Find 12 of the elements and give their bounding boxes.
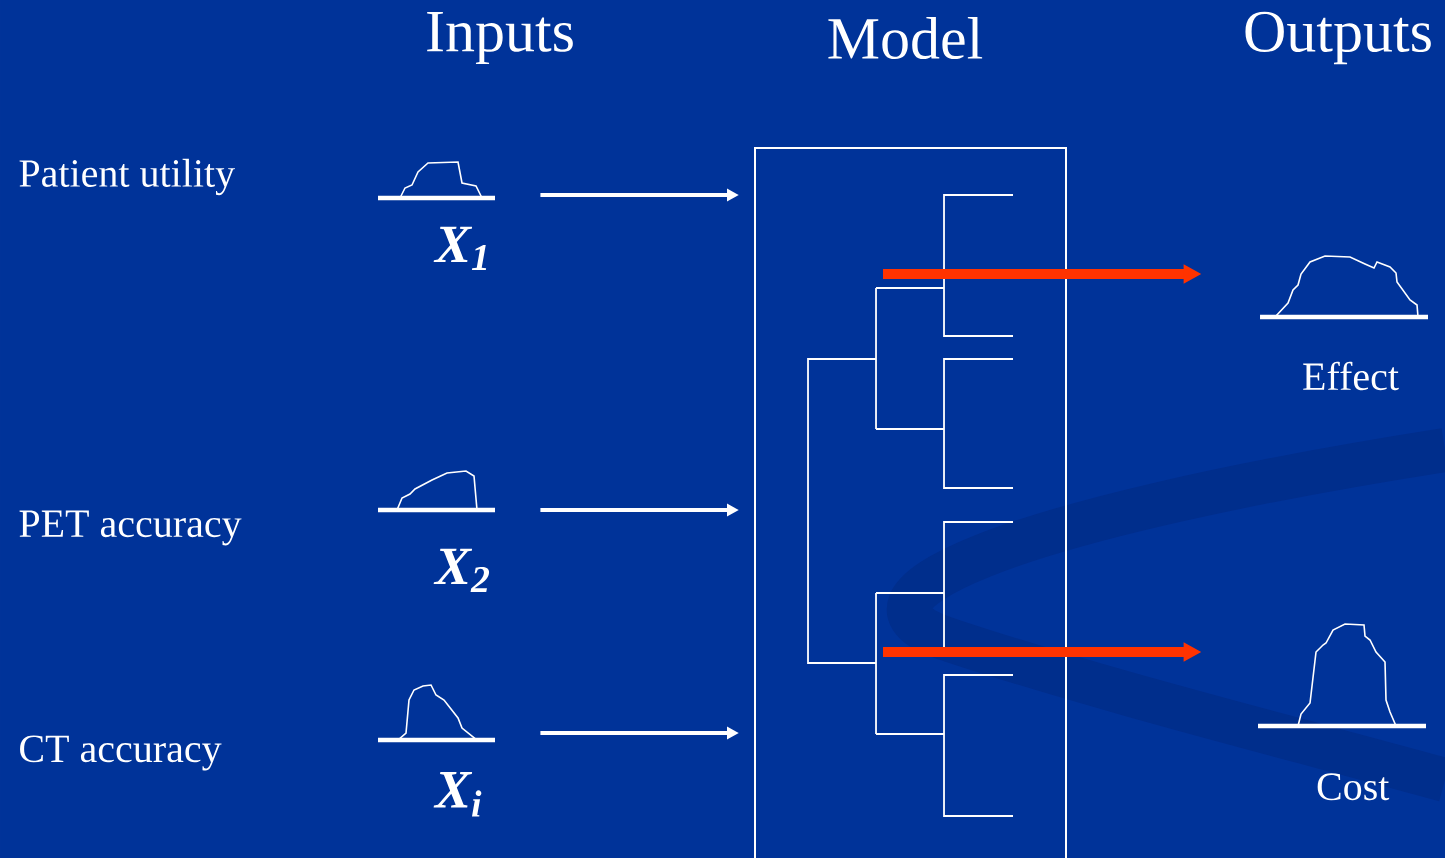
distribution-label: Effect — [1303, 361, 1399, 391]
model-box — [754, 147, 1067, 858]
distribution-label: Cost — [1317, 773, 1390, 801]
parameter-label: CT accuracy — [20, 735, 222, 771]
parameter-label: PET accuracy — [19, 510, 242, 546]
distribution-label: X$_{2}$ — [433, 548, 490, 592]
column-heading: Model — [828, 16, 983, 60]
distribution-label: X$_{i}$ — [433, 772, 482, 817]
distribution-label: X$_{1}$ — [433, 226, 487, 270]
column-heading: Inputs — [427, 11, 573, 65]
column-heading: Outputs — [1245, 11, 1431, 65]
parameter-label: Patient utility — [19, 158, 235, 196]
